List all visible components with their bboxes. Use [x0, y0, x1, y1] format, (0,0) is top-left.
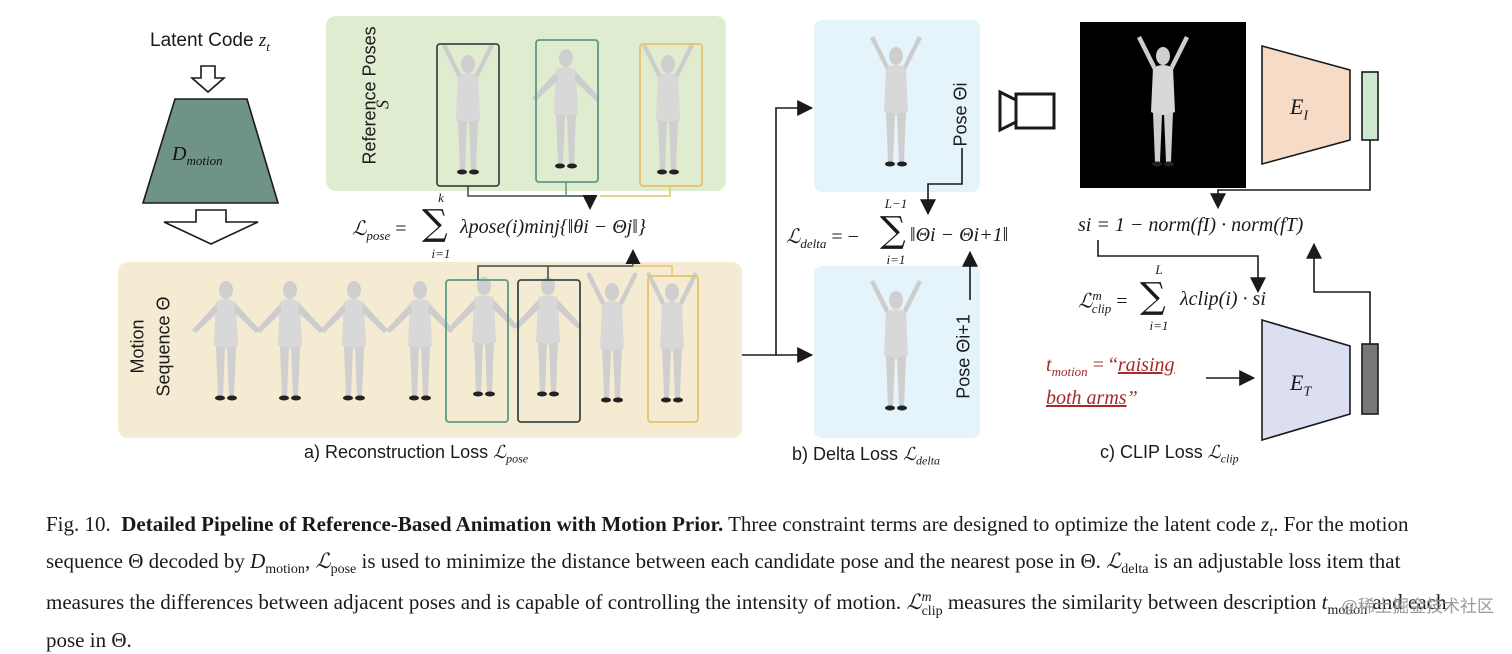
pose-i-label: Pose Θi: [950, 82, 971, 147]
rendered-figure: [1137, 36, 1189, 167]
decoder-label: Dmotion: [172, 143, 223, 168]
text-prompt: tmotion = “raising both arms”: [1046, 354, 1175, 409]
motion-box-1: [445, 279, 509, 423]
pose-i1-label: Pose Θi+1: [953, 314, 974, 399]
delta-figure-i1: [870, 280, 922, 411]
caption-c: c) CLIP Loss ℒclip: [1100, 442, 1239, 466]
clip-loss-body: λclip(i) · si: [1180, 288, 1266, 310]
motion-box-2: [517, 279, 581, 423]
pipeline-diagram: [141, 36, 1379, 442]
delta-loss-lhs: ℒdelta = −: [786, 226, 859, 251]
similarity-formula: si = 1 − norm(fI) · norm(fT): [1078, 214, 1304, 236]
motion-box-3: [647, 275, 699, 423]
pose-sum-sign: ∑: [422, 203, 448, 244]
watermark: @稀土掘金技术社区: [1340, 597, 1494, 616]
caption-a: a) Reconstruction Loss ℒpose: [304, 442, 529, 466]
sequence-theta-label: Sequence Θ: [153, 296, 174, 397]
figure-caption: Fig. 10. Detailed Pipeline of Reference-…: [46, 512, 1447, 652]
latent-arrow: [189, 65, 227, 94]
latent-code-label: Latent Code zt: [150, 30, 270, 54]
delta-sum-bottom: i=1: [886, 252, 906, 267]
pose-sum-bottom: i=1: [431, 246, 451, 261]
text-feature-vector: [1361, 343, 1379, 415]
delta-figure-i: [870, 36, 922, 167]
ref-box-2: [535, 39, 599, 183]
delta-loss-body: ‖Θi − Θi+1‖: [910, 224, 1009, 246]
caption-b: b) Delta Loss ℒdelta: [792, 444, 941, 468]
camera-icon: [998, 89, 1056, 133]
reference-pose-figures: [442, 44, 694, 175]
decoder-output-arrow: [163, 209, 259, 245]
pose-sum-top: k: [438, 190, 444, 205]
decoder-trapezoid: [141, 98, 280, 204]
delta-sum-sign: ∑: [880, 210, 906, 251]
motion-sequence-figures: [192, 272, 698, 403]
clip-sum-bottom: i=1: [1149, 318, 1169, 333]
image-encoder: [1261, 44, 1351, 166]
clip-sum-sign: ∑: [1140, 276, 1166, 317]
text-encoder-label: ET: [1290, 370, 1312, 400]
image-encoder-label: EI: [1290, 94, 1309, 124]
pose-loss-formula: ℒpose =: [352, 218, 407, 243]
delta-sum-top: L−1: [884, 196, 908, 211]
ref-box-3: [639, 43, 703, 187]
clip-loss-lhs: ℒmclip =: [1078, 288, 1128, 316]
pose-loss-body: λpose(i)minj{‖θi − Θj‖}: [460, 216, 646, 238]
clip-sum-top: L: [1155, 262, 1163, 277]
motion-label: Motion: [127, 319, 148, 374]
text-encoder: [1261, 318, 1351, 442]
reference-set-symbol: S: [372, 100, 393, 109]
image-feature-vector: [1361, 71, 1379, 141]
